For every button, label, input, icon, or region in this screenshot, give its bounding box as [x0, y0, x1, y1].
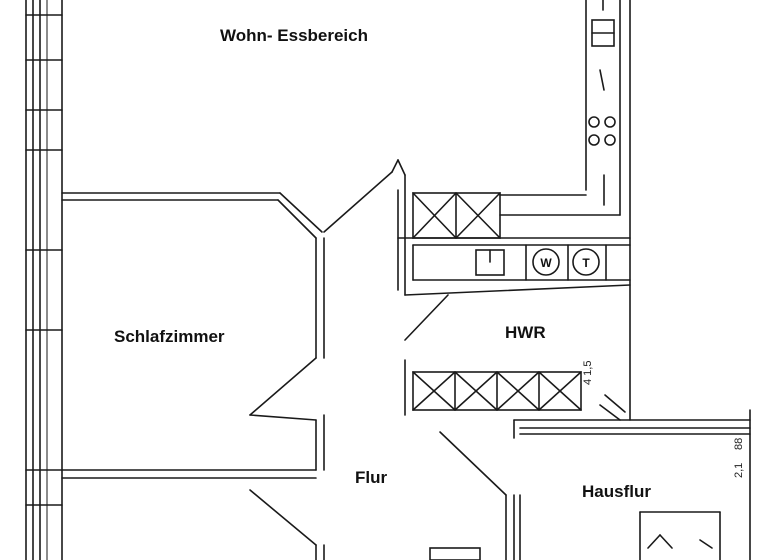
room-label-wohn-essbereich: Wohn- Essbereich — [220, 26, 368, 45]
hwr-cabinets — [404, 294, 626, 421]
dimension-hwr: 4 1,5 — [582, 360, 594, 385]
kitchen-cabinets — [412, 192, 501, 239]
dimension-hausflur-bottom: 2,1 — [733, 462, 745, 478]
room-label-hwr: HWR — [505, 323, 546, 342]
room-label-schlafzimmer: Schlafzimmer — [114, 327, 225, 346]
dimension-hausflur-top: 88 — [733, 437, 745, 450]
room-label-flur: Flur — [355, 468, 388, 487]
hwr-appliances — [397, 237, 631, 296]
hausflur-walls — [513, 409, 751, 560]
left-exterior-wall — [25, 0, 63, 560]
room-label-hausflur: Hausflur — [582, 482, 651, 501]
flur-walls — [61, 357, 521, 560]
kitchen-counter — [499, 0, 631, 421]
bedroom-walls — [61, 159, 406, 359]
washer-label: W — [540, 256, 552, 270]
dryer-label: T — [582, 256, 590, 270]
